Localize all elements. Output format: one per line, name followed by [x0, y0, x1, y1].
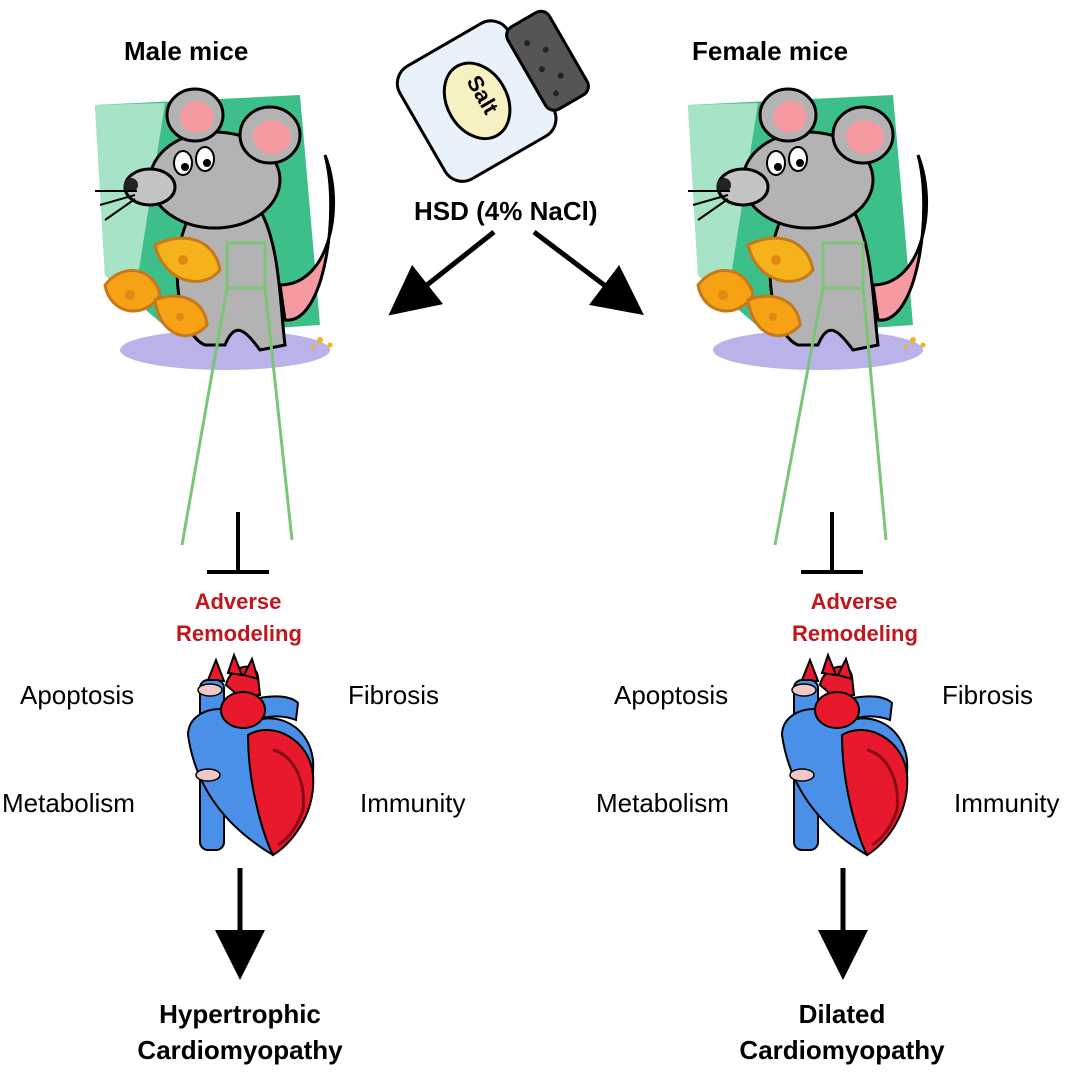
male-adverse-remodeling-label: Adverse Remodeling	[176, 586, 302, 650]
male-process-apoptosis: Apoptosis	[20, 680, 135, 710]
male-outcome-line1: Hypertrophic	[159, 999, 321, 1029]
male-heart-icon	[186, 653, 315, 857]
female-panel-title: Female mice	[692, 36, 849, 66]
female-adverse-remodeling-label: Adverse Remodeling	[792, 586, 918, 650]
female-process-immunity: Immunity	[954, 788, 1060, 818]
male-outcome-line2: Cardiomyopathy	[137, 1035, 343, 1065]
male-zoom-callout	[180, 241, 294, 546]
female-outcome-label: Dilated Cardiomyopathy	[732, 996, 952, 1068]
female-zoom-callout	[773, 241, 888, 546]
female-process-fibrosis: Fibrosis	[942, 680, 1034, 710]
male-process-fibrosis: Fibrosis	[348, 680, 440, 710]
male-panel-title: Male mice	[124, 36, 249, 66]
female-adverse-line1: Adverse	[810, 589, 898, 614]
female-inhibition-symbol	[801, 512, 863, 574]
diet-arrow-to-female	[532, 230, 644, 316]
male-adverse-line1: Adverse	[194, 589, 282, 614]
female-process-apoptosis: Apoptosis	[614, 680, 729, 710]
diet-arrow-to-male	[388, 230, 496, 316]
male-process-immunity: Immunity	[360, 788, 466, 818]
male-adverse-line2: Remodeling	[176, 621, 302, 646]
female-adverse-line2: Remodeling	[792, 621, 918, 646]
female-heart-icon	[780, 653, 909, 857]
female-mouse-illustration	[686, 87, 929, 372]
male-inhibition-symbol	[207, 512, 269, 574]
diet-label: HSD (4% NaCl)	[414, 196, 598, 226]
female-process-metabolism: Metabolism	[596, 788, 729, 818]
female-outcome-line1: Dilated	[798, 999, 886, 1029]
female-outcome-line2: Cardiomyopathy	[739, 1035, 945, 1065]
male-outcome-label: Hypertrophic Cardiomyopathy	[130, 996, 350, 1068]
salt-shaker-icon	[395, 9, 590, 183]
male-mouse-illustration	[93, 87, 336, 372]
male-process-metabolism: Metabolism	[2, 788, 135, 818]
